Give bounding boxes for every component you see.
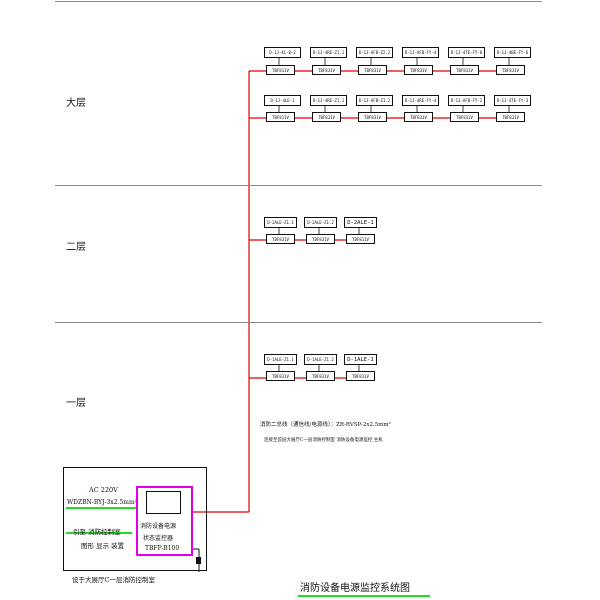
module-tag-box: TBF811V (266, 112, 295, 122)
module-tag-box: TBF811V (346, 371, 375, 381)
module-id-box: D-1J-4RE-FY-4 (402, 95, 439, 106)
module-tag-box: TBF831V (358, 65, 387, 75)
module-id-box: D-1J-4L-8-2 (264, 47, 301, 58)
module-id-box: D-1J-4TE-FY-3 (494, 95, 531, 106)
module-id-box: D-2ALE-Z1.1 (264, 217, 297, 228)
module-id-box: D-1J-AFB-Z1.2 (356, 95, 393, 106)
module-tag-box: TBF831V (266, 371, 295, 381)
floor-separator (55, 322, 542, 323)
top-border (55, 1, 542, 2)
module-id-box: D-1J-4TE-FY-8 (448, 47, 485, 58)
power-cable-label: WDZBN-BYJ-3x2.5mm² (67, 499, 138, 506)
module-id-box: D-2ALE-1 (344, 217, 377, 228)
control-room-box (63, 467, 207, 571)
module-tag-box: TBF831V (404, 112, 433, 122)
module-tag-box: TBF831V (450, 112, 479, 122)
module-id-box: D-1J-4BE-FY-6 (494, 47, 531, 58)
module-tag-box: TBF831V (306, 234, 335, 244)
module-id-box: D-1J-4LE-1 (264, 95, 301, 106)
monitor-screen (146, 491, 181, 514)
module-tag-box: TBF831V (312, 65, 341, 75)
location-note: 设于大展厅C一层消防控制室 (72, 576, 155, 584)
module-tag-box: TBF831V (266, 234, 295, 244)
monitor-device (136, 486, 193, 556)
module-tag-box: TBF811V (346, 234, 375, 244)
route-sub-label: 图形 显示 装置 (81, 542, 125, 550)
module-id-box: D-1J-AFB-Z2.2 (356, 47, 393, 58)
terminal-icon (196, 557, 201, 564)
route-label: 引至 消防控制室 (73, 528, 121, 536)
module-tag-box: TBF811V (266, 65, 295, 75)
module-tag-box: TBF831V (404, 65, 433, 75)
floor-separator (55, 185, 542, 186)
bus-cable-note: 消防二总线（通信线/电源线）：ZR-RVSP-2x2.5mm² (260, 422, 391, 428)
module-tag-box: TBF831V (312, 112, 341, 122)
module-id-box: D-1J-AFB-FY-2 (448, 95, 485, 106)
module-id-box: D-1ALE-Z1.1 (264, 354, 297, 365)
monitor-label-3: TBFP-B100 (145, 545, 180, 552)
monitor-label-1: 消防设备电源 (140, 523, 177, 530)
power-label: AC 220V (89, 486, 118, 494)
module-id-box: D-2ALE-Z1.2 (304, 217, 337, 228)
floor-label-first: 一层 (66, 398, 86, 409)
monitor-label-2: 状态监控器 (143, 535, 174, 542)
module-tag-box: TBF831V (450, 65, 479, 75)
module-id-box: D-1J-4RE-Z1.1 (310, 95, 347, 106)
module-id-box: D-1J-4RE-Z1.1 (310, 47, 347, 58)
module-id-box: D-1J-AFB-FY-4 (402, 47, 439, 58)
diagram-title: 消防设备电源监控系统图 (300, 583, 410, 594)
module-tag-box: TBF831V (496, 65, 525, 75)
bus-cable-subnote: 连接至首层大展厅C一层消防控制室 消防设备电源监控 主机 (264, 438, 383, 443)
module-id-box: D-1ALE-Z1.2 (304, 354, 337, 365)
module-tag-box: TBF831V (358, 112, 387, 122)
floor-label-second: 二层 (66, 242, 86, 253)
module-id-box: D-1ALE-1 (344, 354, 377, 365)
floor-label-top: 大层 (66, 98, 86, 109)
module-tag-box: TBF831V (496, 112, 525, 122)
module-tag-box: TBF831V (306, 371, 335, 381)
